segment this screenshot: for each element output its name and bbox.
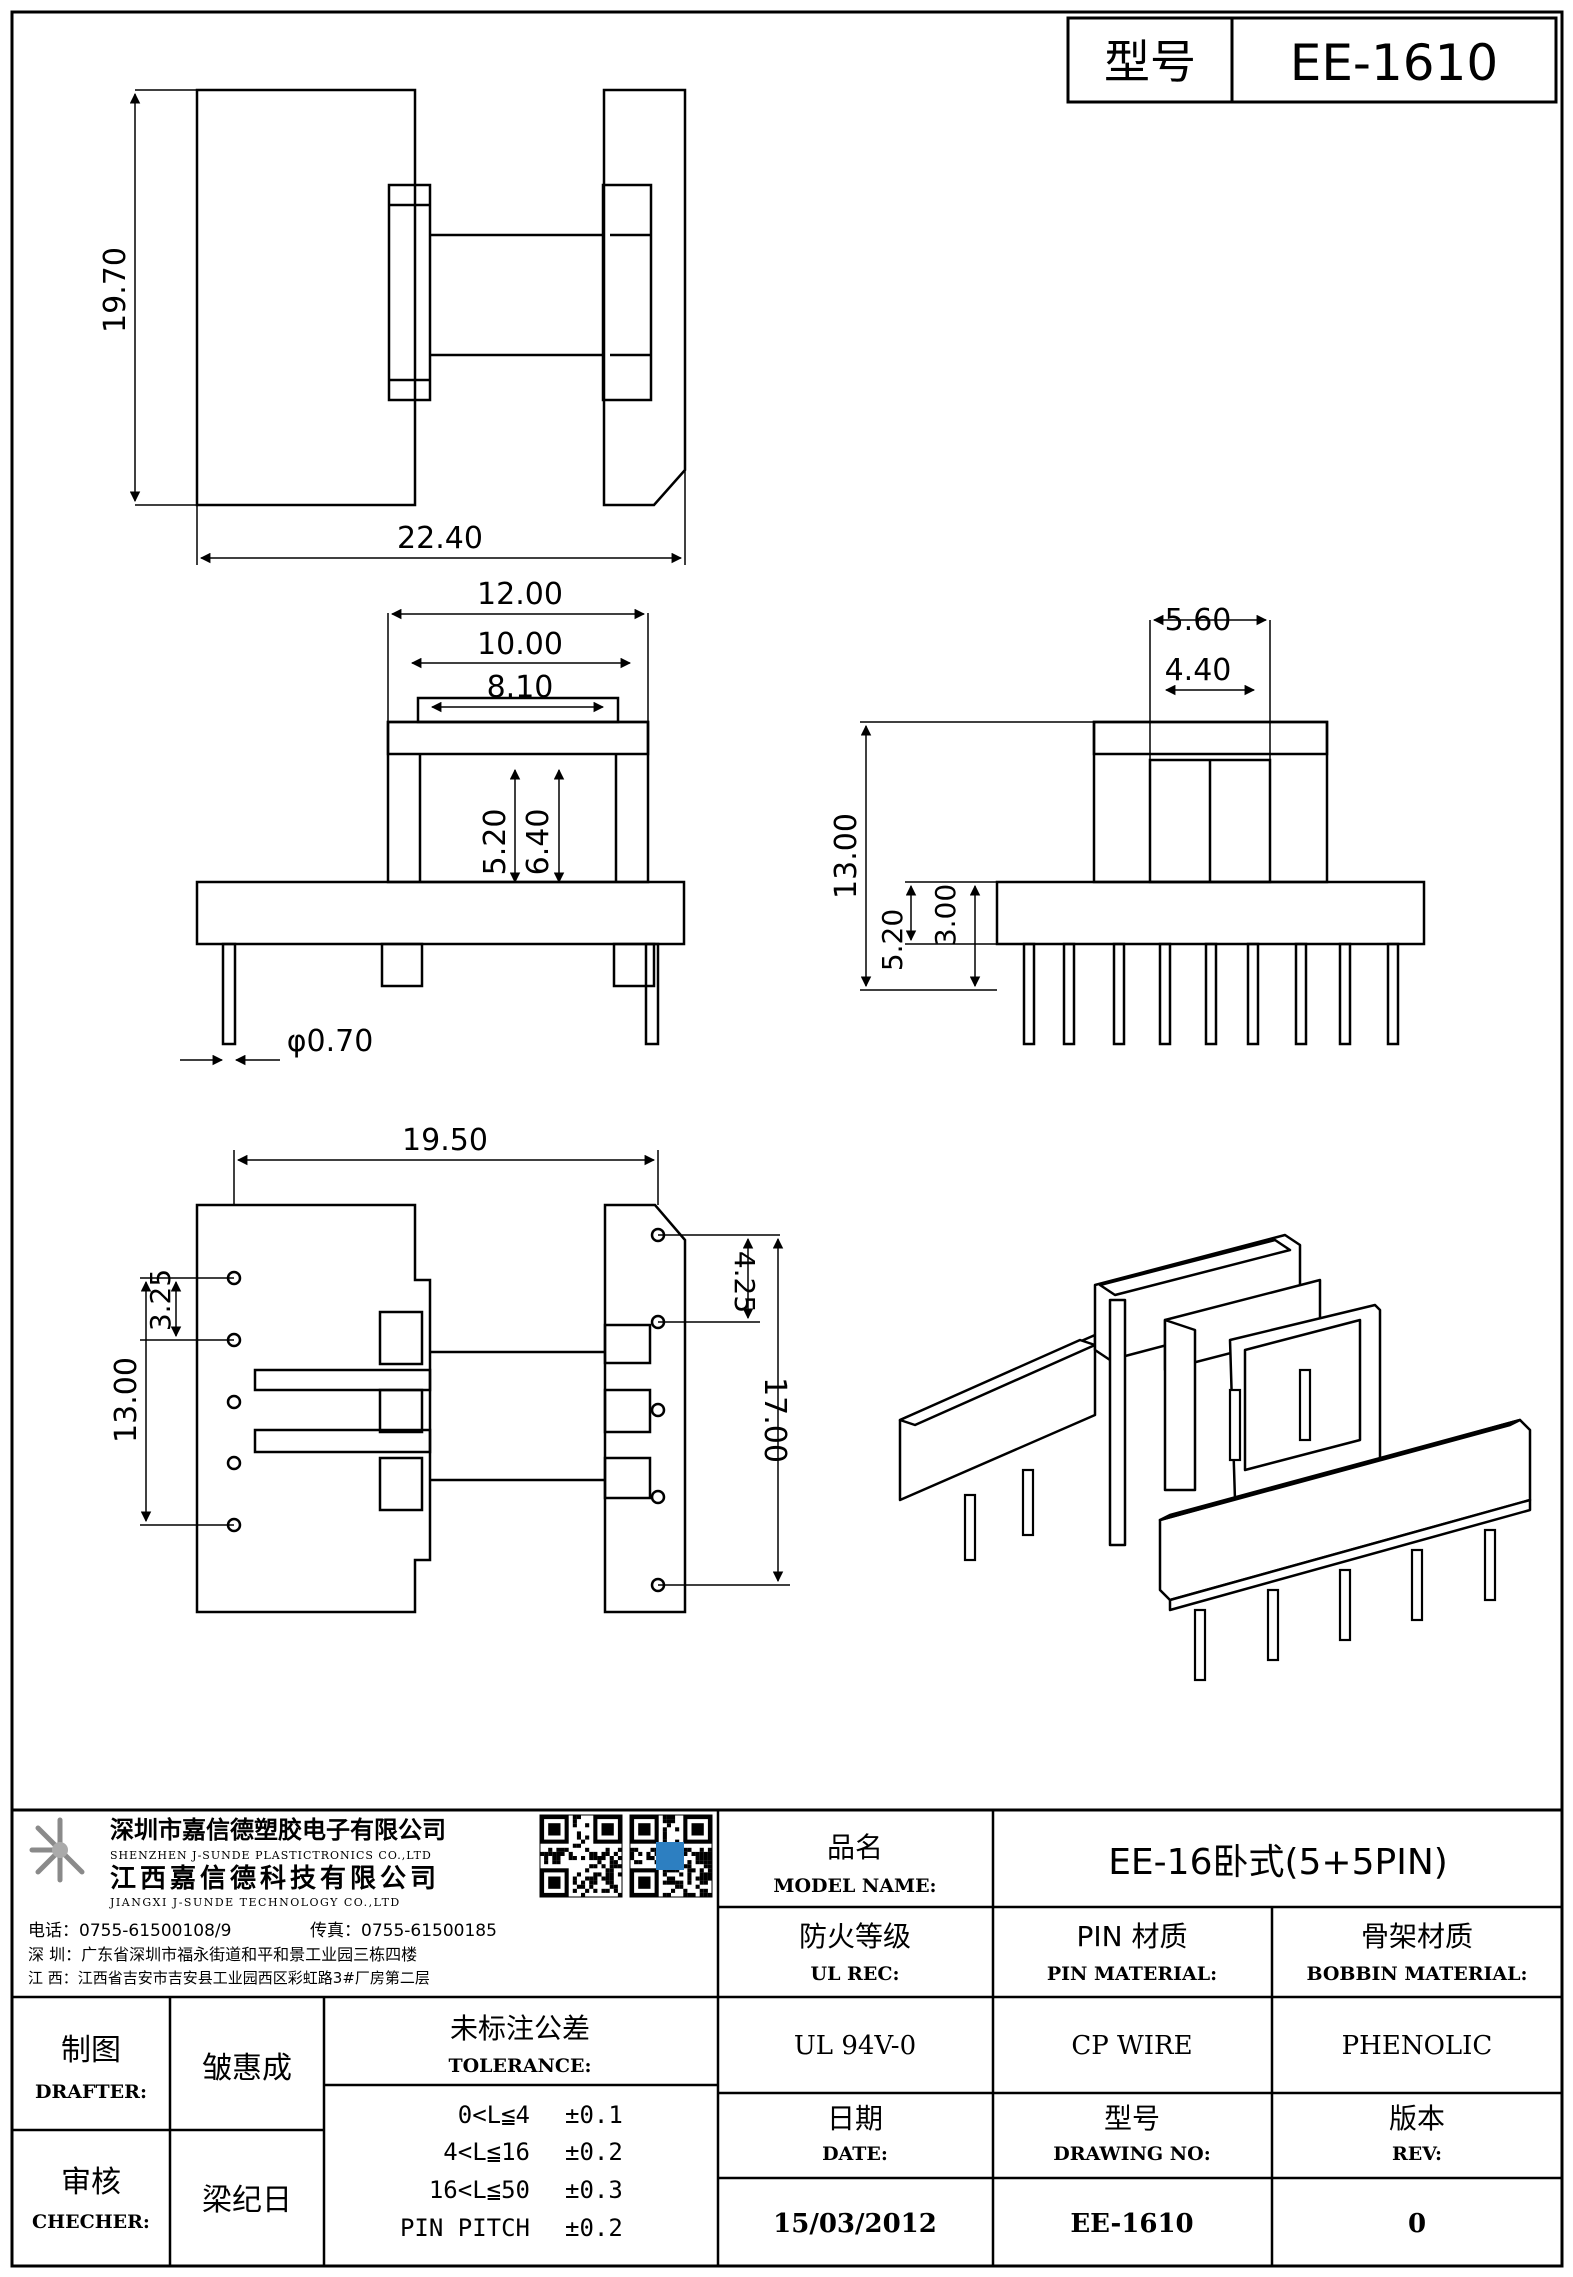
checker-en: CHECHER: xyxy=(32,2211,150,2233)
front-dims xyxy=(180,608,649,1066)
dim-G-text: 6.40 xyxy=(521,809,556,876)
top-view xyxy=(195,88,687,507)
date-en: DATE: xyxy=(822,2143,888,2165)
drawing-cn: 型号 xyxy=(1104,2102,1160,2135)
model-name-en: MODEL NAME: xyxy=(773,1875,936,1897)
tolerance-value-3: ±0.3 xyxy=(565,2176,623,2204)
bobbin-en: BOBBIN MATERIAL: xyxy=(1306,1963,1527,1985)
pin-cn: PIN 材质 xyxy=(1077,1920,1188,1953)
header-model-label: 型号 xyxy=(1104,35,1196,89)
company-fax: 传真：0755-61500185 xyxy=(310,1921,497,1941)
rev-cn: 版本 xyxy=(1389,2102,1445,2135)
rev-value: 0 xyxy=(1408,2209,1426,2239)
drafter-value: 皱惠成 xyxy=(202,2051,292,2086)
ul-cn: 防火等级 xyxy=(799,1920,911,1953)
ul-en: UL REC: xyxy=(811,1963,900,1985)
tolerance-range-2: 4<L≦16 xyxy=(443,2138,530,2166)
company-name-sz-en: SHENZHEN J-SUNDE PLASTICTRONICS CO.,LTD xyxy=(110,1849,432,1862)
company-name-sz: 深圳市嘉信德塑胶电子有限公司 xyxy=(110,1816,446,1844)
dim-R-text: 17.00 xyxy=(757,1377,792,1463)
company-name-jx: 江西嘉信德科技有限公司 xyxy=(110,1864,440,1894)
model-name-cn: 品名 xyxy=(827,1831,883,1864)
dim-L-text: 3.00 xyxy=(929,884,962,946)
bobbin-value: PHENOLIC xyxy=(1342,2031,1493,2061)
dim-B-text: 22.40 xyxy=(397,521,483,556)
qr-code-right xyxy=(629,1814,713,1898)
sheet-border xyxy=(10,10,1564,2268)
checker-value: 梁纪日 xyxy=(202,2183,292,2218)
tolerance-en: TOLERANCE: xyxy=(448,2055,591,2077)
side-view xyxy=(995,720,1426,1046)
tolerance-value-1: ±0.1 xyxy=(565,2101,623,2129)
drawing-value: EE-1610 xyxy=(1070,2209,1193,2239)
bottom-view xyxy=(195,1203,687,1614)
drafter-en: DRAFTER: xyxy=(35,2081,147,2103)
tolerance-range-3: 16<L≦50 xyxy=(429,2176,530,2204)
date-cn: 日期 xyxy=(827,2102,883,2135)
dim-P-text: 13.00 xyxy=(109,1357,144,1443)
dim-A-text: 19.70 xyxy=(98,247,133,333)
dim-I-text: 5.60 xyxy=(1165,603,1232,638)
bobbin-cn: 骨架材质 xyxy=(1361,1920,1473,1953)
company-addr-sz: 深 圳：广东省深圳市福永街道和平和景工业园三栋四楼 xyxy=(28,1945,417,1964)
dim-J-text: 4.40 xyxy=(1165,653,1232,688)
company-name-jx-en: JIANGXI J-SUNDE TECHNOLOGY CO.,LTD xyxy=(109,1896,401,1909)
dim-C-text: 12.00 xyxy=(477,577,563,612)
dim-M-text: 19.50 xyxy=(402,1123,488,1158)
dim-H-text: φ0.70 xyxy=(287,1024,374,1059)
dim-K-text: 13.00 xyxy=(829,813,864,899)
pin-en: PIN MATERIAL: xyxy=(1047,1963,1217,1985)
drafter-cn: 制图 xyxy=(61,2033,121,2068)
dim-A: 19.70 xyxy=(98,89,197,506)
tolerance-range-4: PIN PITCH xyxy=(400,2214,530,2242)
title-block-lines xyxy=(12,1808,1562,2266)
dim-B: 22.40 xyxy=(196,470,686,565)
dim-N-text: 5.20 xyxy=(876,909,909,971)
tolerance-value-4: ±0.2 xyxy=(565,2214,623,2242)
isometric-pins xyxy=(963,1368,1497,1682)
tolerance-range-1: 0<L≦4 xyxy=(458,2101,530,2129)
dim-F-text: 5.20 xyxy=(478,809,513,876)
header-model-value: EE-1610 xyxy=(1290,34,1498,92)
drawing-en: DRAWING NO: xyxy=(1053,2143,1210,2165)
company-logo xyxy=(29,1817,85,1883)
dim-E-text: 8.10 xyxy=(487,670,554,705)
ul-value: UL 94V-0 xyxy=(794,2031,916,2061)
tolerance-value-2: ±0.2 xyxy=(565,2138,623,2166)
model-name-value: EE-16卧式(5+5PIN) xyxy=(1108,1842,1448,1883)
front-view xyxy=(195,696,686,1046)
dim-Q-text: 4.25 xyxy=(728,1251,761,1313)
company-addr-jx: 江 西：江西省吉安市吉安县工业园西区彩虹路3#厂房第二层 xyxy=(28,1969,430,1987)
header-box: 型号 EE-1610 xyxy=(1066,16,1558,104)
rev-en: REV: xyxy=(1392,2143,1442,2165)
pin-value: CP WIRE xyxy=(1071,2031,1192,2061)
bottom-dims xyxy=(140,1150,790,1586)
dim-O-text: 3.25 xyxy=(144,1269,177,1331)
date-value: 15/03/2012 xyxy=(773,2209,937,2239)
tolerance-cn: 未标注公差 xyxy=(450,2012,590,2045)
dim-D-text: 10.00 xyxy=(477,627,563,662)
isometric-view xyxy=(898,1233,1532,1612)
checker-cn: 审核 xyxy=(61,2165,121,2200)
company-tel: 电话：0755-61500108/9 xyxy=(28,1921,231,1941)
side-dims xyxy=(860,614,1271,991)
qr-code-left xyxy=(539,1814,623,1898)
